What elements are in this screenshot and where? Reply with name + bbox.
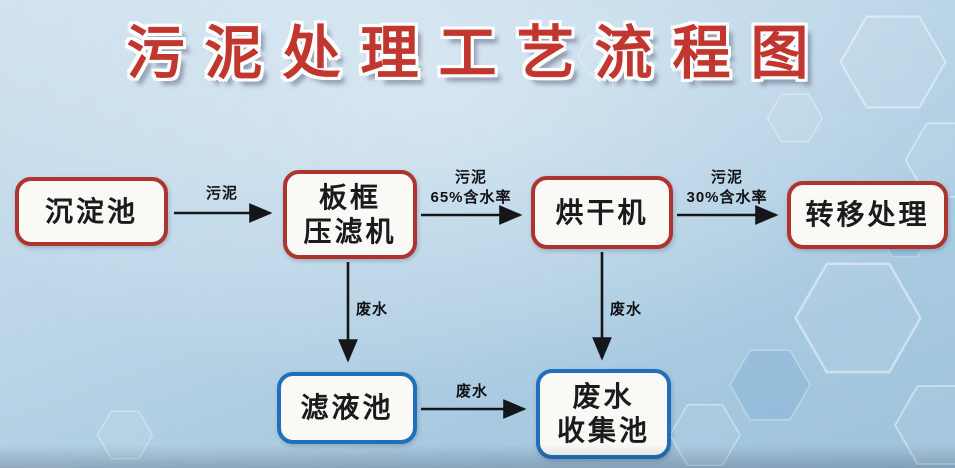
edge-label-wastewater-to-collection: 废水	[610, 301, 643, 318]
node-filtrate-tank: 滤液池	[277, 372, 417, 444]
node-label-dryer: 烘干机	[555, 196, 649, 228]
node-label-filtrate-tank: 滤液池	[300, 392, 394, 424]
node-plate-frame-filter-press: 板框 压滤机	[283, 170, 417, 259]
edge-label-sludge-30-moisture: 污泥 30%含水率	[686, 169, 768, 206]
node-label-plate-frame-filter-press: 板框 压滤机	[303, 181, 397, 247]
node-transfer-disposal: 转移处理	[787, 181, 948, 249]
edge-label-sludge: 污泥	[205, 185, 238, 202]
node-label-wastewater-collection-tank: 废水 收集池	[556, 381, 650, 446]
edge-label-sludge-65-moisture: 污泥 65%含水率	[430, 169, 512, 206]
node-wastewater-collection-tank: 废水 收集池	[536, 369, 671, 459]
node-dryer: 烘干机	[531, 176, 673, 249]
node-label-transfer-disposal: 转移处理	[805, 199, 930, 231]
edge-label-wastewater-filtrate-to-collection: 废水	[455, 383, 488, 400]
edge-label-wastewater-to-filtrate: 废水	[356, 301, 389, 318]
page-title: 污泥处理工艺流程图	[126, 21, 829, 86]
node-sedimentation-tank: 沉淀池	[15, 177, 168, 246]
node-label-sedimentation-tank: 沉淀池	[44, 195, 138, 227]
